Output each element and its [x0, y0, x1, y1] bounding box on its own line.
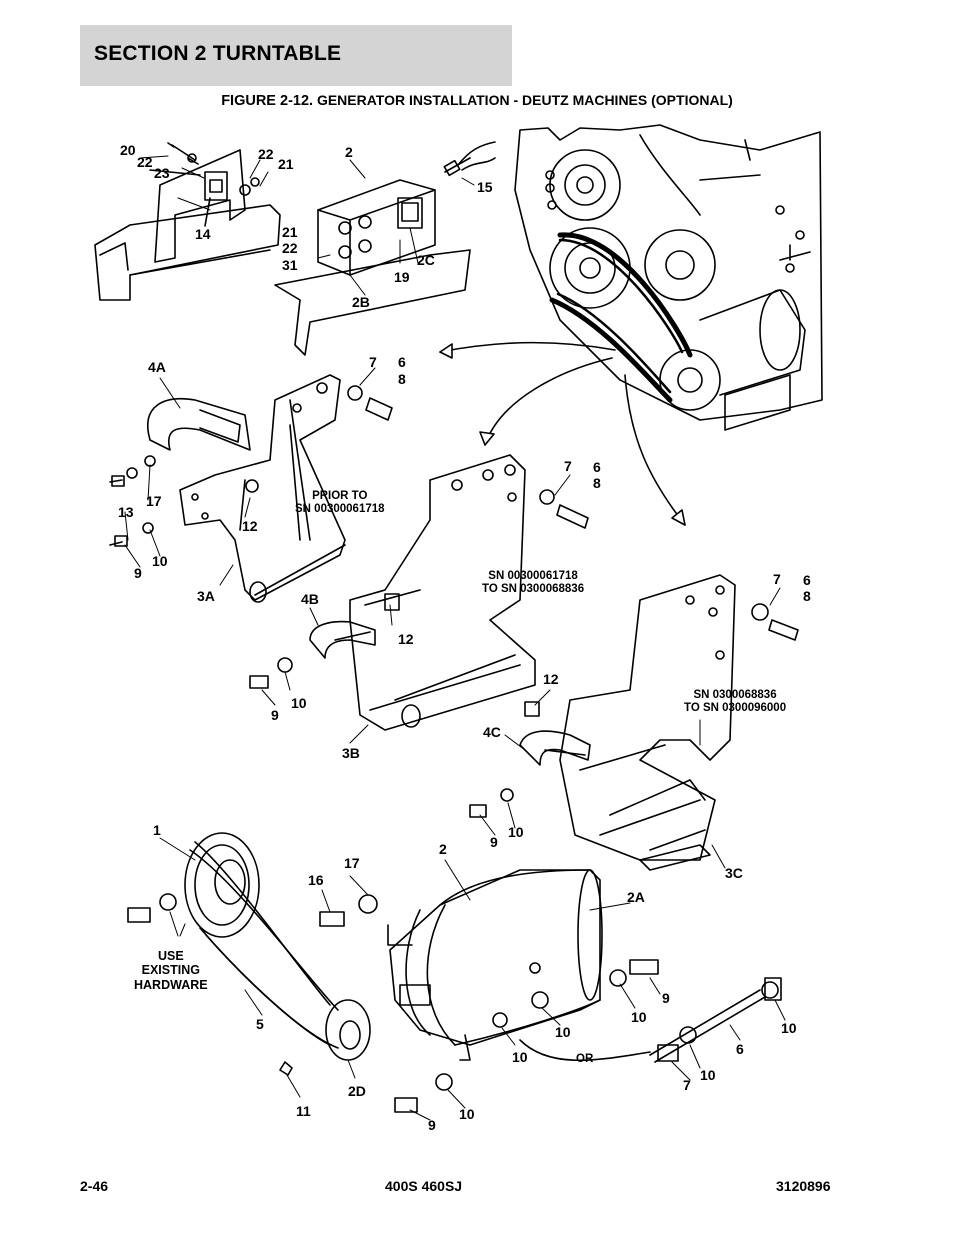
callout-21: 21: [278, 156, 294, 172]
callout-2c: 2C: [417, 252, 435, 268]
callout-8: 8: [398, 371, 406, 387]
callout-2a: 2A: [627, 889, 645, 905]
callout-7: 7: [773, 571, 781, 587]
deutz-engine-view: [514, 124, 823, 431]
note-line: SN 00300061718: [488, 570, 578, 582]
callout-22: 22: [258, 146, 274, 162]
callout-2d: 2D: [348, 1083, 366, 1099]
callout-22: 22: [282, 240, 298, 256]
callout-3b: 3B: [342, 745, 360, 761]
callout-20: 20: [120, 142, 136, 158]
figure-title: FIGURE 2-12. GENERATOR INSTALLATION - DE…: [0, 92, 954, 109]
note-line: SN 0300068836: [693, 689, 777, 701]
callout-15: 15: [477, 179, 493, 195]
note-line: PRIOR TO: [312, 490, 368, 502]
callout-2b: 2B: [352, 294, 370, 310]
outlet-box-assembly: [274, 141, 496, 356]
callout-10: 10: [700, 1067, 716, 1083]
callout-10: 10: [459, 1106, 475, 1122]
note-line: SN 00300061718: [295, 503, 385, 516]
callout-12: 12: [398, 631, 414, 647]
note-line: EXISTING: [141, 963, 200, 978]
callout-12: 12: [242, 518, 258, 534]
callout-10: 10: [291, 695, 307, 711]
callout-12: 12: [543, 671, 559, 687]
callout-6: 6: [736, 1041, 744, 1057]
figure-number: FIGURE 2-12.: [221, 93, 314, 109]
callout-14: 14: [195, 226, 211, 242]
relay-bracket-assembly: [94, 142, 281, 301]
callout-11: 11: [296, 1103, 311, 1119]
callout-6: 6: [803, 572, 811, 588]
bracket-3a-4a: [109, 374, 393, 603]
callout-9: 9: [490, 834, 498, 850]
callout-9: 9: [271, 707, 279, 723]
callout-6: 6: [593, 459, 601, 475]
direction-arrows: [439, 341, 686, 526]
callout-9: 9: [134, 565, 142, 581]
note-line: HARDWARE: [134, 977, 208, 992]
note-line: TO SN 0300068836: [482, 583, 585, 596]
page-number: 2-46: [80, 1178, 109, 1194]
callout-9: 9: [662, 990, 670, 1006]
callout-13: 13: [118, 504, 134, 520]
callout-10: 10: [631, 1009, 647, 1025]
callout-10: 10: [152, 553, 168, 569]
callout-17: 17: [344, 855, 360, 871]
callout-5: 5: [256, 1016, 264, 1032]
callout-23: 23: [154, 165, 170, 181]
callout-10: 10: [555, 1024, 571, 1040]
callout-9: 9: [428, 1117, 436, 1133]
callout-4b: 4B: [301, 591, 319, 607]
figure-caption: GENERATOR INSTALLATION - DEUTZ MACHINES …: [313, 92, 733, 108]
note-line: TO SN 0300096000: [684, 702, 787, 715]
callout-leader-lines: [124, 155, 786, 1121]
bracket-3c-4c: [469, 574, 799, 871]
callout-10: 10: [781, 1020, 797, 1036]
callout-1: 1: [153, 822, 161, 838]
callout-6: 6: [398, 354, 406, 370]
callout-7: 7: [564, 458, 572, 474]
callout-3c: 3C: [725, 865, 743, 881]
section-title: SECTION 2 TURNTABLE: [94, 42, 342, 65]
section-header: SECTION 2 TURNTABLE: [80, 25, 512, 86]
note-sn-range-c: SN 0300068836 TO SN 0300096000: [684, 689, 786, 715]
callout-4c: 4C: [483, 724, 501, 740]
callout-8: 8: [803, 588, 811, 604]
note-or: OR: [576, 1053, 594, 1065]
callout-22: 22: [137, 154, 153, 170]
generator-and-pulley: [127, 832, 782, 1113]
callout-21: 21: [282, 224, 298, 240]
callout-17: 17: [146, 493, 162, 509]
callout-31: 31: [282, 257, 298, 273]
document-number: 3120896: [776, 1178, 831, 1194]
note-sn-range-b: SN 00300061718 TO SN 0300068836: [482, 570, 584, 596]
note-prior-to-sn: PRIOR TO SN 00300061718: [295, 490, 385, 516]
callout-10: 10: [508, 824, 524, 840]
callout-2: 2: [345, 144, 353, 160]
callout-19: 19: [394, 269, 410, 285]
callout-7: 7: [369, 354, 377, 370]
callout-4a: 4A: [148, 359, 166, 375]
callout-7: 7: [683, 1077, 691, 1093]
callout-8: 8: [593, 475, 601, 491]
callout-3a: 3A: [197, 588, 215, 604]
bracket-3b-4b: [249, 454, 589, 731]
model-number: 400S 460SJ: [385, 1178, 463, 1194]
note-line: USE: [157, 949, 184, 963]
callout-2: 2: [439, 841, 447, 857]
callout-10: 10: [512, 1049, 528, 1065]
note-use-existing-hardware: USE EXISTING HARDWARE: [134, 949, 208, 992]
callout-16: 16: [308, 872, 324, 888]
